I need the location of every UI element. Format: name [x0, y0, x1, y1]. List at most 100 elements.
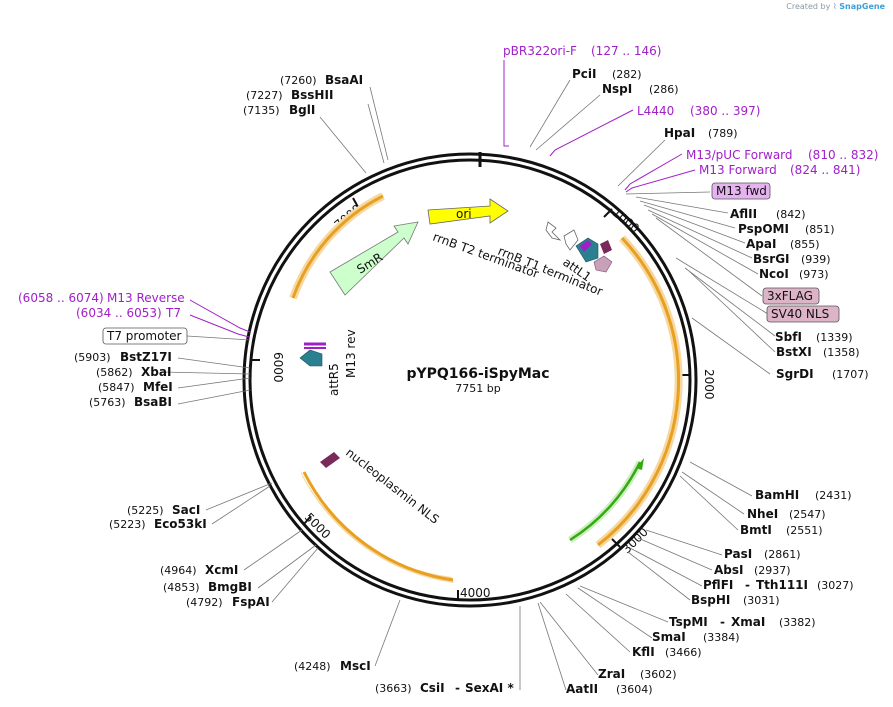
- tick-label-4000: 4000: [460, 586, 491, 600]
- enz-zrai-name: ZraI: [598, 667, 625, 681]
- leader: [367, 103, 385, 164]
- enz-absi-name: AbsI: [714, 563, 743, 577]
- leader: [691, 317, 771, 375]
- leader: [374, 599, 401, 667]
- leader: [681, 471, 745, 515]
- leader: [645, 529, 723, 556]
- leader: [537, 602, 567, 691]
- enz-tth111i-name: Tth111I: [756, 578, 808, 592]
- enz-bamhi-name: BamHI: [755, 488, 799, 502]
- leader: [675, 257, 769, 315]
- leader: [211, 485, 271, 525]
- backbone-outer-circle: [242, 152, 698, 608]
- enz-tspmi-name: TspMI: [669, 615, 708, 629]
- enz-smai-name: SmaI: [652, 630, 686, 644]
- primer-l4440-range: (380 .. 397): [690, 104, 760, 118]
- leader: [637, 537, 713, 571]
- primer-m13rev-range: (6058 .. 6074): [18, 291, 104, 305]
- m13-fwd-box: [711, 182, 771, 200]
- leader: [177, 377, 251, 389]
- enz-bsrgi-pos: (939): [801, 253, 831, 266]
- enz-sgrdi-name: SgrDI: [776, 367, 814, 381]
- enz-bstxi-name: BstXI: [776, 345, 812, 359]
- enz-msci-pos: (4248): [294, 660, 331, 673]
- attl1-teal-arrow: [575, 237, 599, 263]
- leader: [689, 461, 753, 497]
- leader: [257, 544, 317, 589]
- nucleoplasmin-label: nucleoplasmin NLS: [343, 445, 442, 526]
- enz-pspomi-pos: (851): [805, 223, 835, 236]
- m13-rev-label: M13 rev: [344, 329, 358, 378]
- enz-pasi-pos: (2861): [764, 548, 801, 561]
- rrnb-t1-arrow: [563, 229, 579, 251]
- leader-l4440: [549, 109, 634, 157]
- credit-brand: SnapGene: [839, 2, 885, 11]
- leader-m13rev: [189, 299, 251, 333]
- enz-aflii-name: AflII: [730, 207, 757, 221]
- t7-promoter-leader: [186, 335, 251, 341]
- enz-tth111i-sep: -: [745, 578, 750, 592]
- leader-m13puc: [624, 153, 683, 191]
- leader: [205, 482, 273, 511]
- enz-nspi-name: NspI: [602, 82, 632, 96]
- primer-m13fwd-name: M13 Forward: [699, 163, 777, 177]
- enz-pflfi-pos: (3027): [817, 579, 854, 592]
- leader: [647, 209, 753, 259]
- orange-track-top-left: [291, 194, 384, 299]
- enz-smai-pos: (3384): [703, 631, 740, 644]
- enz-xbai-pos: (5862): [96, 366, 133, 379]
- sv40-box: [766, 305, 840, 323]
- leader-m13fwd: [625, 169, 696, 193]
- green-cds-glow: [568, 460, 644, 543]
- primer-l4440-name: L4440: [637, 104, 674, 118]
- enz-csii-name: CsiI: [420, 681, 445, 695]
- enz-sexai-name: SexAI *: [465, 681, 514, 695]
- tick-label-3000: 3000: [619, 525, 650, 556]
- enz-bgli-pos: (7135): [243, 104, 280, 117]
- flag3x-box: [762, 287, 820, 305]
- leader: [635, 196, 729, 214]
- enz-apai-name: ApaI: [746, 237, 776, 251]
- primer-m13puc-range: (810 .. 832): [808, 148, 878, 162]
- enz-msci-name: MscI: [340, 659, 371, 673]
- leader: [643, 204, 746, 244]
- enzyme-leaders: [161, 79, 776, 691]
- enz-xcmi-name: XcmI: [205, 563, 238, 577]
- orange-track-right: [597, 236, 681, 547]
- enz-sgrdi-pos: (1707): [832, 368, 869, 381]
- leader: [177, 389, 251, 405]
- tick-mark: [603, 208, 613, 218]
- enz-bamhi-pos: (2431): [815, 489, 852, 502]
- enz-mfei-pos: (5847): [98, 381, 135, 394]
- enz-bgli-name: BglI: [289, 103, 315, 117]
- leader: [177, 357, 251, 369]
- primer-leaders: [189, 60, 696, 338]
- ori-arrow: [427, 198, 509, 225]
- enz-fspai-name: FspAI: [232, 595, 270, 609]
- snapgene-credit: Created by ⌇ SnapGene: [786, 2, 885, 11]
- leader: [161, 371, 251, 375]
- ori-label: ori: [456, 207, 472, 221]
- primer-m13fwd-range: (824 .. 841): [790, 163, 860, 177]
- enz-kfli-name: KflI: [632, 645, 655, 659]
- plasmid-name: pYPQ166-iSpyMac: [406, 366, 549, 382]
- enz-nhei-name: NheI: [747, 507, 778, 521]
- leader: [577, 587, 653, 639]
- green-cds-arc: [569, 461, 642, 542]
- enz-pcii-name: PciI: [572, 67, 597, 81]
- leader: [579, 585, 669, 623]
- enz-aatii-pos: (3604): [616, 683, 653, 696]
- leader: [684, 267, 776, 337]
- smr-arrow: [329, 221, 419, 296]
- enz-bsshii-name: BssHII: [291, 88, 333, 102]
- purple-feature-arrow: [600, 240, 612, 254]
- enz-nspi-pos: (286): [649, 83, 679, 96]
- enz-saci-name: SacI: [172, 503, 200, 517]
- enz-bstz17i-pos: (5903): [74, 351, 111, 364]
- primer-m13rev-name: M13 Reverse: [107, 291, 185, 305]
- enz-pasi-name: PasI: [724, 547, 752, 561]
- enz-sexai-sep: -: [455, 681, 460, 695]
- leader: [617, 139, 666, 187]
- tick-label-6000: 6000: [271, 352, 285, 383]
- enz-absi-pos: (2937): [754, 564, 791, 577]
